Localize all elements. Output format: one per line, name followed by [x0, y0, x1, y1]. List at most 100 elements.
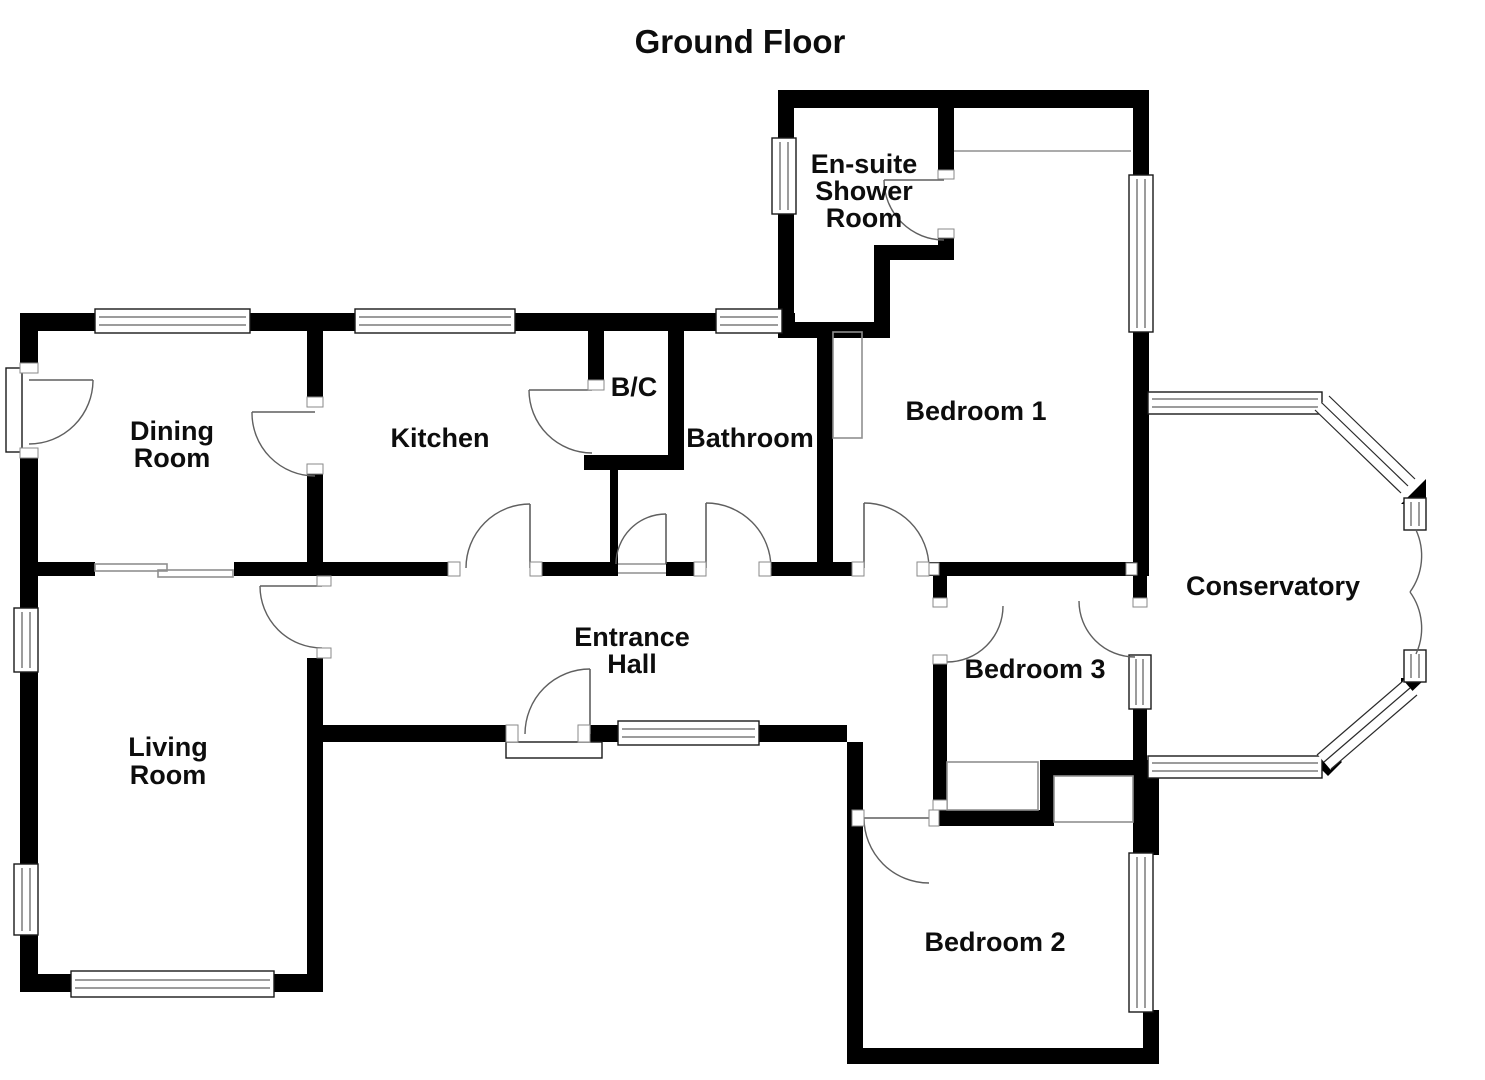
wall-segment — [757, 725, 847, 742]
window — [1128, 852, 1154, 1013]
jamb — [916, 561, 930, 577]
wall-segment — [1133, 576, 1147, 600]
wall-segment — [1133, 90, 1149, 177]
wardrobe — [946, 761, 1039, 811]
room-label-kitchen: Kitchen — [390, 423, 489, 453]
room-label-bathroom: Bathroom — [686, 423, 814, 453]
wall-segment — [874, 245, 954, 260]
wall-segment — [874, 252, 890, 338]
wall-segment — [20, 448, 38, 612]
jamb — [932, 597, 948, 608]
door-arc — [705, 502, 772, 569]
door — [1078, 600, 1136, 658]
wall-segment — [938, 108, 954, 172]
room-label-living: Living — [128, 732, 208, 762]
wall-segment — [1133, 707, 1147, 764]
door — [251, 411, 316, 477]
wall-segment — [20, 313, 38, 373]
wall-segment — [668, 331, 684, 463]
jamb — [1132, 597, 1148, 608]
page-title: Ground Floor — [635, 23, 846, 60]
jamb — [928, 562, 940, 576]
window-frame — [617, 720, 760, 746]
jamb — [577, 724, 591, 743]
wall-segment — [1143, 1010, 1159, 1064]
door — [259, 585, 323, 649]
door — [863, 817, 930, 884]
window-frame — [1128, 852, 1154, 1013]
jamb — [851, 809, 865, 827]
wall-segment — [20, 313, 97, 331]
wall-segment — [1040, 760, 1054, 826]
window — [354, 308, 516, 334]
jambs — [19, 169, 1148, 827]
jamb — [851, 561, 865, 577]
jamb — [928, 809, 940, 827]
jamb — [306, 463, 324, 475]
windows — [5, 137, 1427, 1013]
room-label-entrance: Entrance — [574, 622, 690, 652]
window — [1128, 174, 1154, 333]
room-label-bedroom2: Bedroom 2 — [924, 927, 1065, 957]
wall-segment — [938, 238, 954, 260]
door-arc — [883, 179, 945, 241]
room-label-dining: Room — [134, 443, 211, 473]
jamb — [316, 647, 332, 659]
door — [528, 389, 593, 454]
room-label-bc: B/C — [611, 372, 658, 402]
closet — [1053, 775, 1134, 823]
window-pane — [1323, 687, 1411, 763]
window — [94, 308, 251, 334]
front-door — [524, 668, 591, 735]
jamb — [1125, 562, 1138, 576]
door — [28, 379, 94, 445]
room-label-conservatory: Conservatory — [1186, 571, 1360, 601]
jamb — [693, 561, 707, 577]
jamb — [937, 169, 955, 180]
wall-segment — [588, 331, 604, 390]
door — [705, 502, 772, 569]
jamb — [932, 799, 948, 811]
room-label-ensuite: Room — [826, 203, 903, 233]
window-frame — [1403, 649, 1427, 683]
window — [1147, 755, 1323, 779]
window — [715, 308, 783, 334]
wall-segment — [1133, 330, 1149, 576]
door-arc — [863, 817, 930, 884]
window-pane — [1316, 680, 1404, 756]
door — [615, 513, 667, 565]
wall-segment — [778, 212, 794, 338]
window-frame — [1147, 755, 1323, 779]
jamb — [758, 561, 772, 577]
jamb — [19, 362, 39, 374]
window — [1147, 391, 1323, 415]
door — [465, 503, 531, 569]
window-pane — [1321, 402, 1409, 487]
window-frame — [13, 607, 39, 673]
door-arc — [615, 513, 667, 565]
jamb — [505, 724, 519, 743]
jamb — [306, 396, 324, 408]
window-frame — [1147, 391, 1323, 415]
window-pane — [1328, 395, 1416, 480]
wall-segment — [530, 562, 618, 576]
wardrobe — [832, 331, 863, 439]
window — [13, 863, 39, 936]
door-arc — [1409, 529, 1423, 593]
jamb — [529, 561, 543, 577]
bay-window-diagonal — [1314, 395, 1416, 494]
window-frame — [354, 308, 516, 334]
wall-segment — [847, 1048, 1159, 1064]
wall-segment — [590, 725, 620, 742]
wall-segment — [929, 562, 1137, 576]
doors — [28, 179, 1423, 884]
door-arc — [528, 389, 593, 454]
wall-segment — [20, 670, 38, 868]
fixtures — [94, 150, 1134, 823]
cased-opening-sill — [157, 569, 234, 578]
wall-segment — [929, 810, 1047, 826]
door-arc — [946, 605, 1004, 663]
cased-opening-sill — [94, 563, 168, 572]
